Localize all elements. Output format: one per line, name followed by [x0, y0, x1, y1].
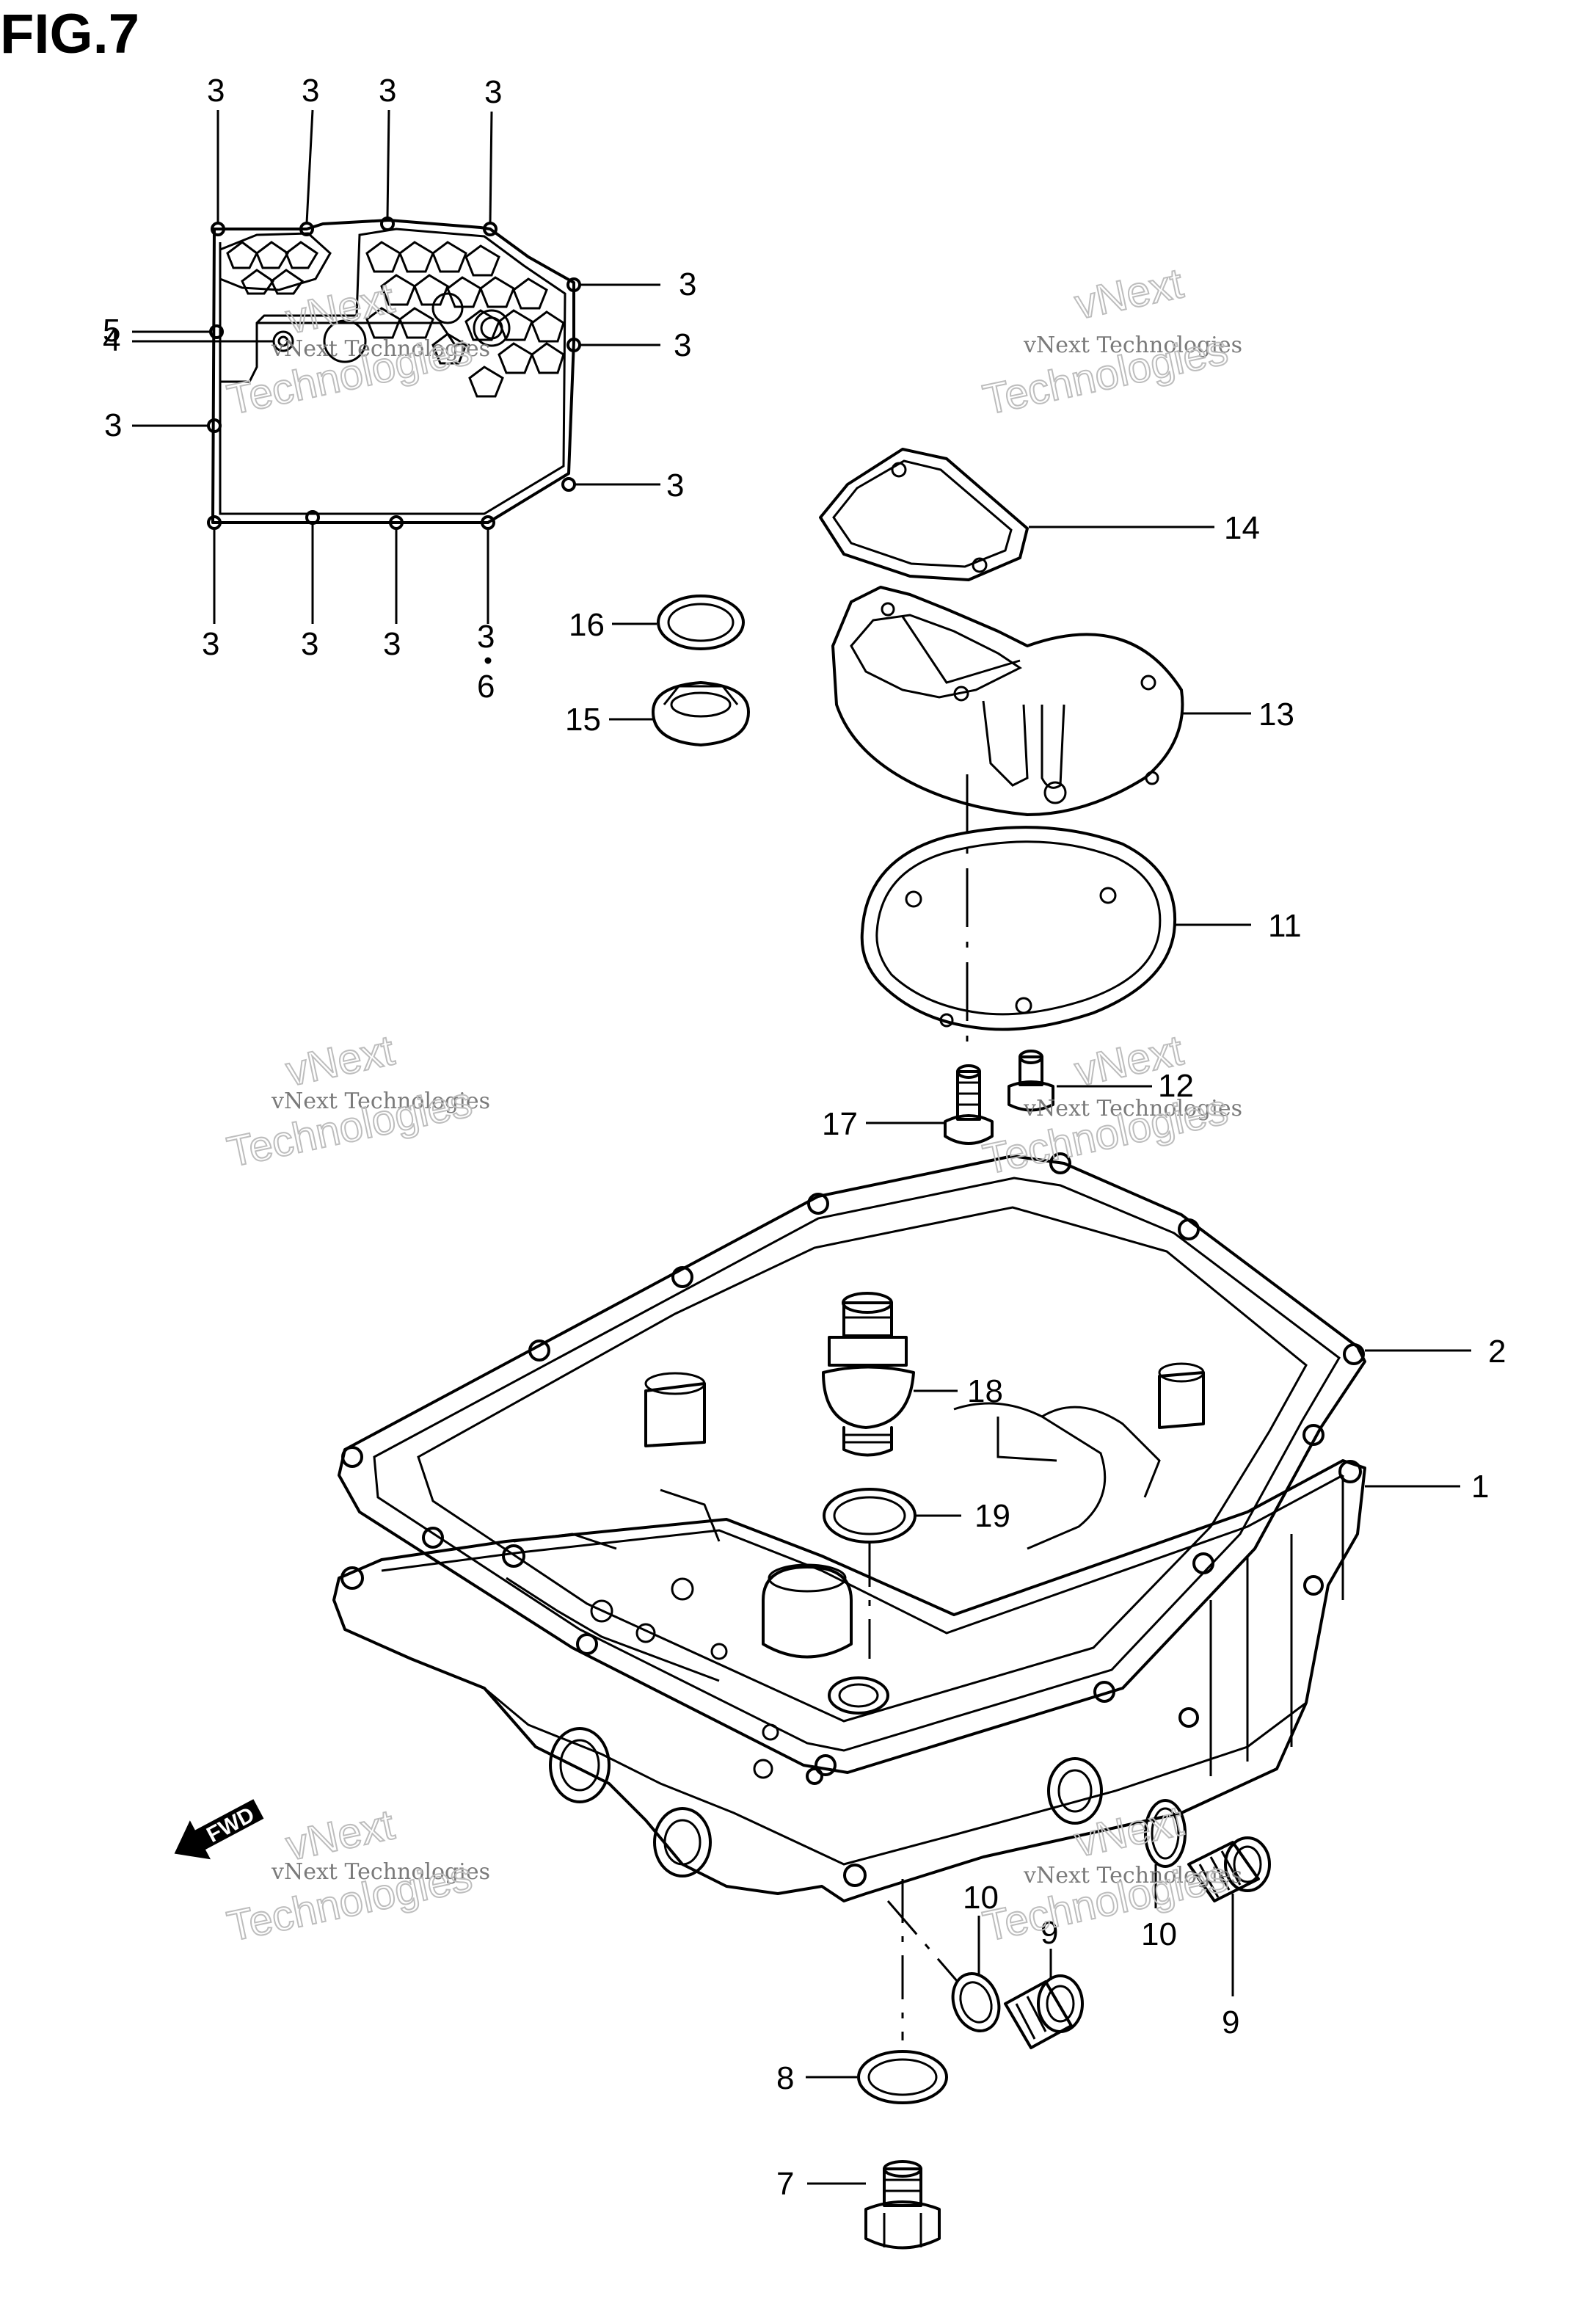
svg-text:vNext Technologies: vNext Technologies [1023, 1096, 1242, 1122]
oil-strainer-panel [207, 217, 581, 530]
callout-1: 1 [1471, 1469, 1489, 1505]
watermark-4: vNext vNext Technologies Technologies [978, 1025, 1242, 1184]
part-1-oil-pan [332, 1362, 1366, 1902]
fwd-direction-arrow: FWD [174, 1799, 264, 1860]
gasket-bolt-holes [341, 1152, 1365, 1776]
callout-9: 9 [1041, 1915, 1058, 1951]
part-9-plug-left [1004, 1974, 1084, 2049]
callout-3: 3 [104, 407, 122, 443]
callout-9: 9 [1222, 2004, 1239, 2040]
watermark-2: vNext vNext Technologies Technologies [978, 258, 1242, 424]
callout-3: 3 [679, 266, 696, 302]
svg-text:vNext: vNext [1071, 259, 1187, 328]
part-10-washer-right [1144, 1799, 1187, 1868]
callout-3: 3 [477, 619, 495, 655]
part-9-plug-right [1187, 1836, 1271, 1902]
part-8-washer [857, 2050, 948, 2104]
callout-16: 16 [569, 607, 605, 643]
callout-2: 2 [1488, 1334, 1506, 1370]
callout-19: 19 [974, 1498, 1010, 1534]
svg-text:vNext Technologies: vNext Technologies [271, 1859, 490, 1885]
part-16-o-ring [657, 595, 745, 650]
svg-text:vNext: vNext [282, 1026, 398, 1095]
part-7-drain-bolt [864, 2160, 941, 2250]
callout-13: 13 [1258, 697, 1294, 733]
part-10-washer-left [951, 1972, 1001, 2032]
part-12-bolt [1007, 1050, 1054, 1112]
callout-14: 14 [1224, 510, 1260, 546]
callout-11: 11 [1268, 908, 1302, 944]
figure-title: FIG.7 [0, 3, 139, 65]
part-11-gasket [860, 826, 1177, 1031]
callout-10: 10 [1141, 1916, 1177, 1952]
callout-10: 10 [963, 1880, 999, 1916]
part-14-gasket [819, 448, 1029, 581]
watermark-5: vNext vNext Technologies Technologies [222, 1800, 490, 1951]
callout-3: 3 [383, 626, 401, 662]
callout-3: 3 [301, 626, 318, 662]
callout-3: 3 [666, 468, 684, 504]
pan-bolt-bosses [340, 1460, 1362, 1887]
strainer-mesh [219, 232, 565, 398]
watermark-3: vNext vNext Technologies Technologies [222, 1025, 490, 1177]
callout-12: 12 [1158, 1068, 1194, 1104]
callout-8: 8 [776, 2060, 794, 2096]
callout-3: 3 [202, 626, 219, 662]
callout-3: 3 [484, 74, 502, 110]
svg-text:vNext Technologies: vNext Technologies [271, 336, 490, 362]
callout-3: 3 [674, 327, 691, 363]
callout-7: 7 [776, 2166, 794, 2202]
strainer-leaders [132, 109, 660, 664]
callout-6: 6 [477, 669, 495, 705]
part-13-cover-with-neck [831, 586, 1184, 816]
callout-3: 3 [207, 73, 225, 109]
callout-3: 3 [379, 73, 396, 109]
part-19-washer [823, 1488, 917, 1544]
callout-4: 4 [103, 322, 120, 358]
part-18-oil-pressure-switch [822, 1292, 915, 1457]
callout-3: 3 [302, 73, 319, 109]
callout-17: 17 [822, 1106, 858, 1142]
svg-text:vNext Technologies: vNext Technologies [1023, 332, 1242, 358]
fwd-label: FWD [203, 1803, 258, 1847]
watermark-6: vNext vNext Technologies Technologies [978, 1796, 1242, 1951]
callout-5: 5 [103, 313, 120, 349]
part-15-bushing [652, 681, 750, 746]
callout-15: 15 [565, 702, 601, 738]
svg-text:vNext Technologies: vNext Technologies [271, 1088, 490, 1114]
svg-text:vNext Technologies: vNext Technologies [1023, 1863, 1242, 1889]
part-2-oil-pan-gasket [338, 1152, 1366, 1776]
part-17-bolt [944, 1064, 994, 1145]
